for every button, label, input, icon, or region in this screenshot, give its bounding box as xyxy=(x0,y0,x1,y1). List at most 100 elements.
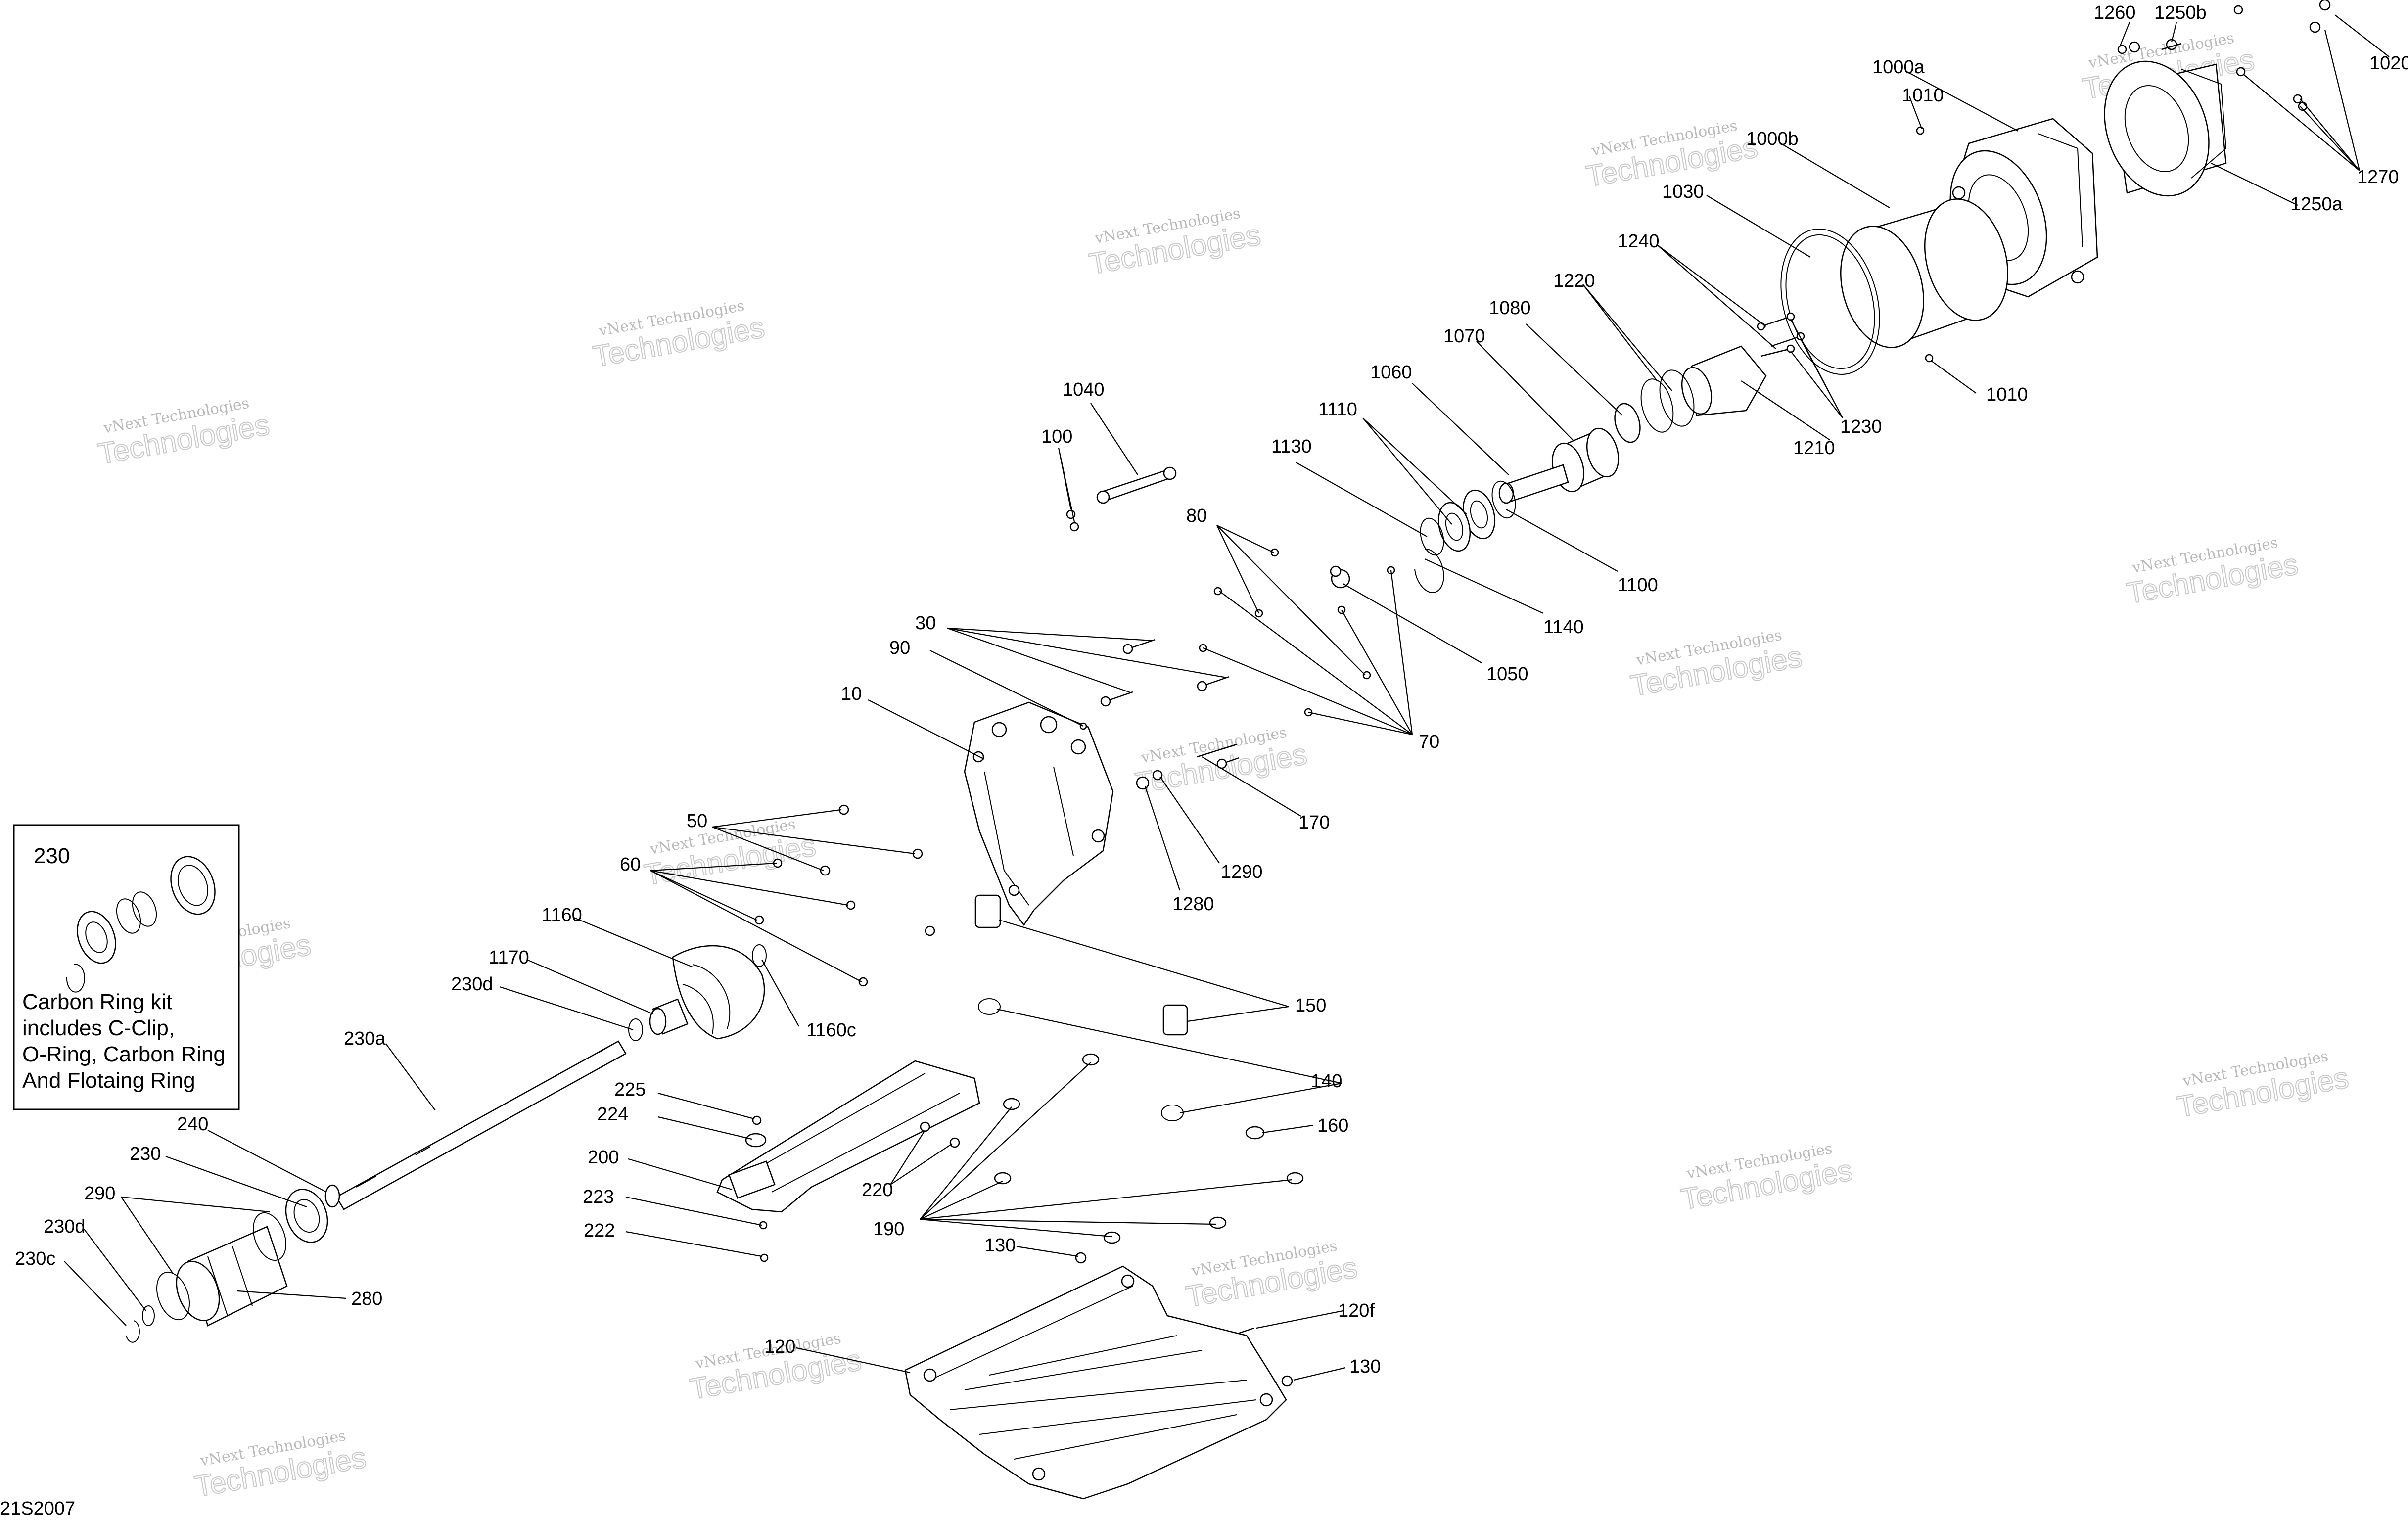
callout-label: 220 xyxy=(862,1180,893,1200)
callout-label: 230 xyxy=(130,1144,161,1164)
part-1160c xyxy=(752,944,767,967)
callout-label: 120f xyxy=(1338,1300,1375,1321)
callout-labels: 1260 1250b 1020 1000a 1010 1000b 1250a 1… xyxy=(15,2,2408,1377)
part-120f xyxy=(1239,1327,1254,1334)
callout-label: 80 xyxy=(1186,506,1207,526)
part-screws-1230 xyxy=(1757,312,1805,357)
part-240 xyxy=(324,1184,340,1208)
part-230d-bottom xyxy=(142,1305,155,1326)
callout-label: 1270 xyxy=(2357,167,2399,187)
part-seal-carrier xyxy=(285,1189,328,1243)
callout-label: 1170 xyxy=(489,947,529,968)
callout-label: 160 xyxy=(1317,1115,1348,1136)
kit-inset: 230 Carbon Ring kit includes C-Clip, O-R… xyxy=(13,824,240,1110)
callout-label: 1160c xyxy=(806,1020,856,1041)
callout-label: 223 xyxy=(583,1187,614,1207)
part-nuts-80 xyxy=(1199,548,1395,717)
part-230d-top xyxy=(628,1018,643,1041)
part-jet-pump-support xyxy=(964,701,1114,926)
leader-lines xyxy=(64,14,2390,1381)
callout-label: 1130 xyxy=(1271,436,1312,457)
callout-label: 1080 xyxy=(1489,298,1531,319)
callout-label: 1210 xyxy=(1793,438,1835,459)
part-224 xyxy=(745,1133,767,1148)
callout-label: 1110 xyxy=(1318,399,1357,420)
callout-label: 150 xyxy=(1295,995,1326,1016)
part-bolt-1010 xyxy=(1916,126,1925,135)
part-screw-220-a xyxy=(920,1121,930,1132)
callout-label: 1000b xyxy=(1746,129,1799,149)
kit-description-line: includes C-Clip, xyxy=(22,1016,175,1040)
part-washers-50 xyxy=(820,804,935,936)
part-225 xyxy=(752,1115,762,1125)
callout-label: 1160 xyxy=(542,905,582,925)
callout-label: 1240 xyxy=(1618,231,1660,252)
part-clamp-290-a xyxy=(156,1271,190,1321)
part-1170 xyxy=(649,998,689,1035)
part-drive-shaft xyxy=(335,1040,627,1210)
part-1280 xyxy=(1136,776,1150,790)
callout-label: 90 xyxy=(889,638,910,658)
part-ride-plate xyxy=(904,1265,1287,1500)
part-seal-1100 xyxy=(1491,480,1516,519)
callout-label: 1060 xyxy=(1370,362,1412,383)
callout-label: 222 xyxy=(584,1220,615,1241)
part-130-b xyxy=(1281,1375,1293,1387)
part-160 xyxy=(1245,1126,1265,1140)
part-spacer-1130 xyxy=(1420,517,1444,556)
part-bearings-1110 xyxy=(1438,489,1495,552)
callout-label: 1250b xyxy=(2154,2,2207,23)
callout-label: 1000a xyxy=(1872,57,1925,78)
part-ride-plate-support xyxy=(716,1060,980,1213)
callout-label: 290 xyxy=(84,1183,115,1204)
part-screws-190 xyxy=(994,1053,1304,1244)
part-impeller-shaft xyxy=(1498,464,1569,504)
callout-label: 1010 xyxy=(1902,85,1944,106)
part-o-ring-1030 xyxy=(1780,229,1880,375)
part-170 xyxy=(1197,743,1237,758)
part-drawings xyxy=(126,0,2331,1500)
part-circlip-1140 xyxy=(1414,548,1444,593)
kit-description-line: O-Ring, Carbon Ring xyxy=(22,1042,226,1066)
part-boot xyxy=(176,1226,288,1327)
part-spacer-1080 xyxy=(1614,403,1641,443)
callout-label: 100 xyxy=(1041,426,1072,447)
callout-label: 230d xyxy=(44,1216,86,1237)
kit-description-line: Carbon Ring kit xyxy=(22,990,172,1014)
kit-parts-illustration xyxy=(66,856,216,993)
part-venturi-nozzle xyxy=(2104,60,2227,197)
callout-label: 1070 xyxy=(1443,326,1485,347)
part-guide-1040 xyxy=(1096,466,1177,504)
callout-label: 1230 xyxy=(1840,416,1882,437)
part-wear-ring xyxy=(1840,198,2009,348)
callout-label: 120 xyxy=(764,1336,795,1357)
callout-label: 30 xyxy=(915,613,936,634)
part-o-ring-1220-b xyxy=(1659,369,1695,427)
part-1290 xyxy=(1152,770,1163,781)
part-bearing-1070 xyxy=(1552,427,1619,493)
part-studs-30 xyxy=(1100,639,1240,769)
callout-label: 10 xyxy=(841,684,862,704)
callout-label: 1140 xyxy=(1543,617,1584,638)
callout-label: 200 xyxy=(588,1147,619,1168)
kit-description-line: And Flotaing Ring xyxy=(22,1068,195,1093)
callout-label: 1280 xyxy=(1172,894,1214,915)
part-impeller xyxy=(672,945,765,1040)
callout-label: 230d xyxy=(451,974,493,995)
part-222 xyxy=(760,1253,769,1262)
callout-label: 224 xyxy=(597,1104,628,1125)
part-130-a xyxy=(1075,1252,1087,1264)
part-230c xyxy=(126,1320,140,1343)
callout-label: 280 xyxy=(351,1289,382,1309)
callout-label: 1050 xyxy=(1486,664,1528,685)
part-fittings-150 xyxy=(974,894,1188,1036)
part-o-ring-140-b xyxy=(1161,1105,1184,1121)
callout-label: 130 xyxy=(984,1235,1016,1256)
part-screw-220-b xyxy=(949,1137,960,1148)
callout-label: 230c xyxy=(15,1248,55,1269)
part-clamp-290-b xyxy=(253,1212,286,1261)
callout-label: 130 xyxy=(1349,1356,1381,1377)
callout-label: 1010 xyxy=(1986,384,2028,405)
callout-label: 240 xyxy=(177,1114,208,1135)
